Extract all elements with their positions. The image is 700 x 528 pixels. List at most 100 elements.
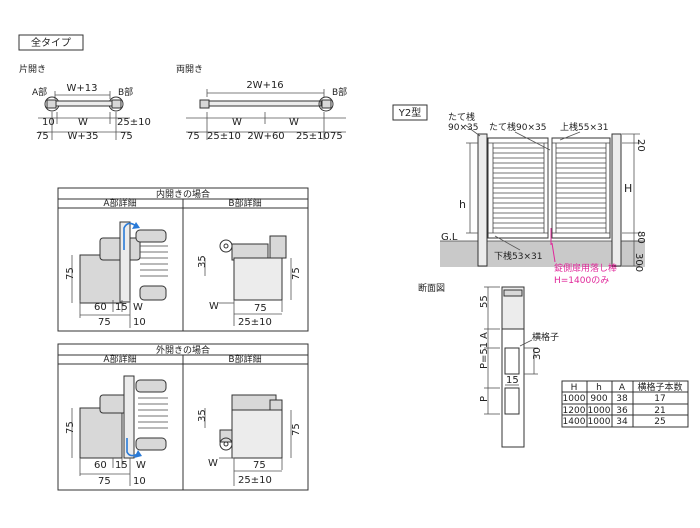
section-dP: P bbox=[479, 396, 490, 402]
double-plan-drawing bbox=[186, 89, 346, 140]
y2-dim80: 80 bbox=[635, 231, 646, 244]
outward-a-60: 60 bbox=[94, 460, 107, 471]
all-types-label: 全タイプ bbox=[31, 36, 71, 49]
outward-a-w: W bbox=[136, 460, 146, 471]
section-d55: 55 bbox=[479, 295, 490, 308]
outward-a-left75: 75 bbox=[65, 421, 76, 434]
y2-top-rail: 上桟55×31 bbox=[560, 121, 608, 133]
inward-b-gap: 25±10 bbox=[238, 317, 272, 328]
inward-b-right75: 75 bbox=[291, 267, 302, 280]
y2-dim20: 20 bbox=[635, 139, 646, 152]
outward-header: 外開きの場合 bbox=[156, 344, 210, 356]
inward-detail-box bbox=[57, 187, 309, 332]
section-dA: A bbox=[479, 332, 490, 339]
table-cell: 38 bbox=[616, 394, 628, 404]
inward-b-title: B部詳細 bbox=[228, 197, 261, 209]
y2-tate-post2: 90×35 bbox=[448, 123, 478, 133]
outward-detail-box bbox=[57, 343, 309, 491]
outward-b-right75: 75 bbox=[291, 423, 302, 436]
single-top-dim: W+13 bbox=[67, 83, 98, 94]
double-w1: W bbox=[232, 117, 242, 128]
inward-a-drawing bbox=[71, 221, 168, 328]
y2-tate-mid: たて桟90×35 bbox=[489, 121, 546, 133]
inward-a-60: 60 bbox=[94, 302, 107, 313]
y2-badge-label: Y2型 bbox=[398, 106, 421, 119]
double-title: 両開き bbox=[176, 64, 203, 75]
inward-b-drawing bbox=[204, 235, 292, 326]
table-cell: 34 bbox=[616, 417, 628, 427]
section-dP51: P=51 bbox=[479, 342, 490, 369]
y2-latch2: H=1400のみ bbox=[554, 275, 609, 286]
table-cell: 17 bbox=[654, 394, 665, 404]
double-top-dim: 2W+16 bbox=[246, 80, 283, 91]
y2-dim300: 300 bbox=[633, 253, 644, 272]
inward-header: 内開きの場合 bbox=[156, 188, 210, 200]
spec-table bbox=[561, 380, 689, 428]
outward-b-drawing bbox=[204, 394, 292, 486]
outward-a-bot75: 75 bbox=[98, 476, 111, 487]
table-cell: 1000 bbox=[588, 417, 611, 427]
single-w: W bbox=[78, 117, 88, 128]
single-b-part: B部 bbox=[118, 86, 133, 98]
table-header-h: h bbox=[596, 383, 602, 393]
y2-gate-elevation bbox=[440, 124, 645, 267]
table-cell: 1000 bbox=[588, 406, 611, 416]
inward-a-w: W bbox=[133, 302, 143, 313]
single-left-post: 75 bbox=[36, 131, 49, 142]
single-total: W+35 bbox=[68, 131, 99, 142]
inward-b-75: 75 bbox=[254, 303, 267, 314]
double-gap-r: 25±10 bbox=[296, 131, 330, 142]
double-post-r: 75 bbox=[330, 131, 343, 142]
y2-dim-h: h bbox=[459, 198, 466, 211]
inward-b-35: 35 bbox=[197, 255, 208, 268]
y2-bottom-rail: 下桟53×31 bbox=[494, 250, 542, 262]
outward-b-w: W bbox=[208, 458, 218, 469]
section-bar-label: 横格子 bbox=[532, 331, 559, 343]
inward-b-w: W bbox=[209, 301, 219, 312]
double-post-l: 75 bbox=[187, 131, 200, 142]
table-header-A: A bbox=[619, 383, 626, 393]
inward-a-left75: 75 bbox=[65, 267, 76, 280]
section-d15: 15 bbox=[506, 375, 519, 386]
single-a-part: A部 bbox=[32, 86, 47, 98]
outward-a-10: 10 bbox=[133, 476, 146, 487]
table-cell: 1000 bbox=[563, 394, 586, 404]
y2-dimH: H bbox=[624, 182, 632, 195]
section-title: 断面図 bbox=[418, 282, 445, 294]
section-drawing bbox=[484, 286, 538, 448]
inward-a-15: 15 bbox=[115, 302, 128, 313]
table-cell: 900 bbox=[590, 394, 607, 404]
inward-a-title: A部詳細 bbox=[103, 197, 136, 209]
single-right-post: 75 bbox=[120, 131, 133, 142]
inward-a-10: 10 bbox=[133, 317, 146, 328]
outward-a-drawing bbox=[71, 375, 168, 486]
outward-b-gap: 25±10 bbox=[238, 475, 272, 486]
single-title: 片開き bbox=[19, 63, 46, 75]
y2-gl: G.L bbox=[441, 232, 458, 243]
double-b-part: B部 bbox=[332, 86, 347, 98]
outward-a-15: 15 bbox=[115, 460, 128, 471]
table-header-bars: 横格子本数 bbox=[637, 381, 682, 393]
all-types-badge bbox=[18, 34, 84, 51]
outward-a-title: A部詳細 bbox=[103, 353, 136, 365]
y2-latch1: 錠側扉用落し棒 bbox=[554, 262, 617, 274]
outward-b-title: B部詳細 bbox=[228, 353, 261, 365]
table-cell: 1400 bbox=[563, 417, 586, 427]
table-cell: 25 bbox=[654, 417, 665, 427]
outward-b-35: 35 bbox=[197, 409, 208, 422]
table-cell: 1200 bbox=[563, 406, 586, 416]
single-right-gap: 25±10 bbox=[117, 117, 151, 128]
double-gap-l: 25±10 bbox=[207, 131, 241, 142]
outward-b-75: 75 bbox=[253, 460, 266, 471]
double-w2: W bbox=[289, 117, 299, 128]
table-cell: 36 bbox=[616, 406, 628, 416]
double-center: 2W+60 bbox=[247, 131, 284, 142]
table-cell: 21 bbox=[654, 406, 665, 416]
inward-a-bot75: 75 bbox=[98, 317, 111, 328]
table-header-H: H bbox=[571, 383, 578, 393]
section-d30: 30 bbox=[532, 347, 543, 360]
y2-badge bbox=[392, 104, 428, 121]
y2-tate-post1: たて桟 bbox=[448, 111, 475, 123]
single-plan-drawing bbox=[38, 91, 130, 140]
